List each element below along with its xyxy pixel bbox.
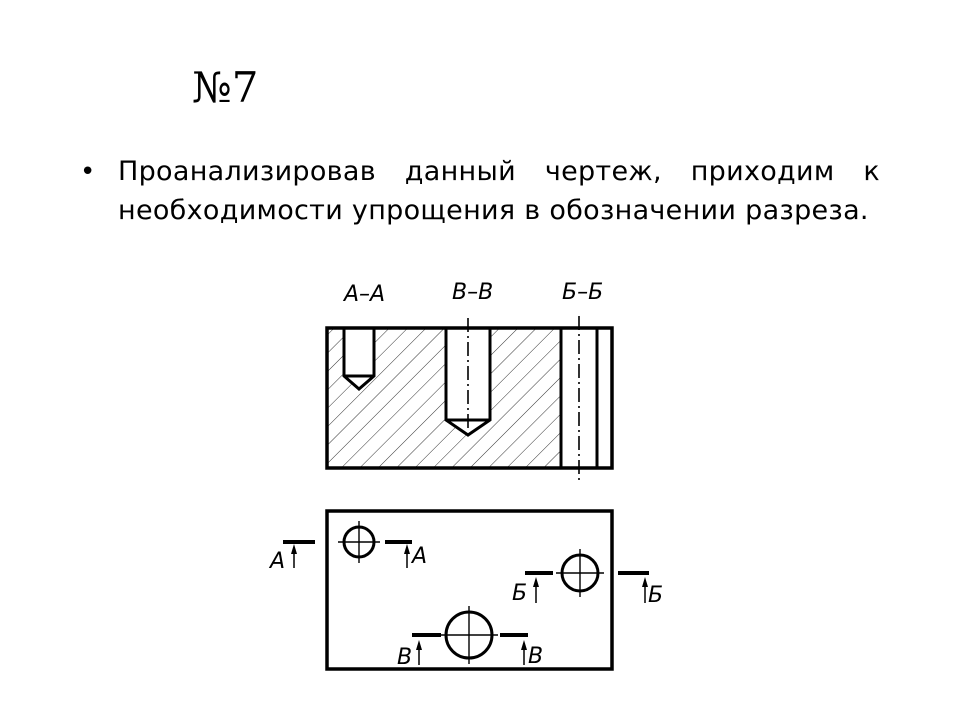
mark-a-right: А: [410, 544, 427, 569]
front-section-view: [325, 316, 614, 482]
mark-b-left: Б: [512, 581, 527, 606]
front-outline: [325, 326, 614, 470]
mark-v-right: В: [528, 644, 543, 669]
hole-a: [342, 326, 376, 391]
bullet-text: Проанализировав данный чертеж, приходим …: [118, 156, 880, 226]
top-plan-view: А А Б Б В В: [268, 509, 663, 671]
section-title-b: Б–Б: [562, 280, 603, 305]
mark-b-right: Б: [648, 583, 663, 608]
plan-outline: [325, 509, 614, 671]
mark-v-left: В: [397, 645, 412, 670]
mark-a-left: А: [268, 549, 285, 574]
section-title-v: В–В: [452, 280, 493, 305]
bullet-point: •: [80, 157, 96, 187]
slide-title: №7: [192, 63, 259, 112]
section-title-a: А–А: [342, 282, 385, 307]
